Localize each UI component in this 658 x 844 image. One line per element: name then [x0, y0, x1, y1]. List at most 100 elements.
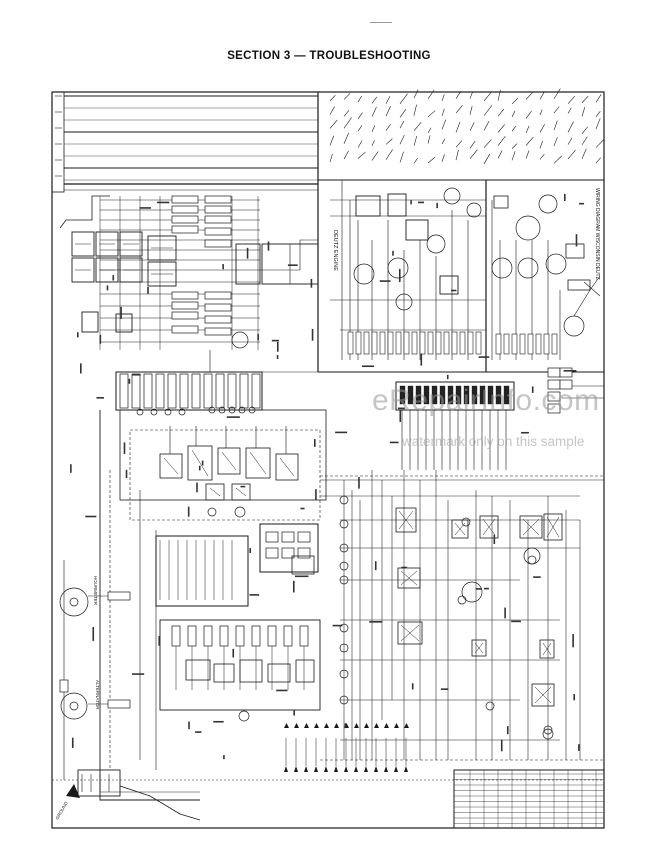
wire-label-mark: [506, 726, 509, 735]
terminal: [136, 408, 144, 416]
relay-block: [395, 507, 417, 533]
wire: [497, 136, 506, 146]
hourmeter-gauge: [59, 587, 89, 617]
wire: [573, 275, 601, 317]
connector-block: [171, 625, 181, 647]
gauge-center: [69, 701, 79, 711]
terminal-strip-pin: [459, 331, 466, 355]
wire-label-mark: [446, 374, 449, 380]
wire-label-mark: [85, 515, 97, 518]
relay-block: [291, 555, 315, 575]
wire-label-mark: [361, 365, 375, 368]
wire-label-mark: [276, 689, 288, 692]
wire-label-mark: [500, 739, 503, 752]
connector-block: [171, 291, 199, 300]
sensor-symbol: [523, 547, 541, 565]
gauge-symbol: [491, 257, 513, 279]
wire-label-mark: [379, 280, 391, 282]
arrow-marker: [394, 766, 398, 772]
relay-block: [397, 567, 421, 589]
relay-block: [119, 231, 143, 257]
wire: [483, 121, 490, 131]
dashed-panel-outline: [129, 429, 321, 521]
wire-label-mark: [232, 648, 235, 658]
wire-label-mark: [344, 723, 347, 729]
arrow-marker: [344, 766, 348, 772]
notes-table: [317, 91, 605, 181]
wire-label-mark: [374, 561, 377, 571]
terminal-strip-pin: [443, 331, 450, 355]
wire: [595, 139, 604, 148]
terminal-strip-pin: [503, 385, 510, 405]
connector-pin: [227, 373, 237, 409]
arrow-marker: [404, 766, 408, 772]
wire: [413, 104, 417, 116]
connector-pin: [167, 373, 177, 409]
switch-block: [239, 659, 263, 683]
relay-block: [397, 621, 423, 645]
wire-label-mark: [440, 688, 449, 690]
connector-block: [204, 315, 232, 324]
terminal: [339, 575, 349, 585]
wire: [343, 117, 352, 129]
wire: [385, 95, 391, 104]
wire: [427, 89, 435, 100]
wire: [385, 105, 391, 117]
wire: [511, 143, 518, 149]
wire-label-mark: [573, 694, 576, 701]
wire: [260, 239, 318, 271]
terminal-strip-pin: [495, 385, 502, 405]
relay-cluster: [259, 523, 319, 573]
terminal-strip-pin: [535, 333, 542, 355]
wire: [553, 155, 562, 164]
wire: [511, 97, 519, 105]
wire-label-mark: [292, 580, 295, 593]
terminal-strip-pin: [495, 333, 502, 355]
wire: [441, 108, 445, 117]
wire-label-mark: [417, 201, 424, 204]
wire-label-mark: [411, 683, 414, 690]
relay-block: [265, 531, 279, 543]
wire-label-mark: [483, 587, 489, 590]
terminal: [339, 543, 349, 553]
terminal: [150, 408, 158, 416]
wire: [553, 88, 561, 99]
terminal-strip-pin: [479, 385, 486, 405]
arrow-marker: [384, 766, 388, 772]
arrow-marker: [384, 723, 389, 728]
connector-block: [171, 311, 199, 320]
connector-block: [219, 625, 229, 647]
wire: [553, 106, 560, 114]
ground-stud: [542, 728, 554, 740]
wire: [427, 110, 436, 118]
wire: [546, 516, 560, 538]
wire: [441, 94, 445, 102]
wire: [539, 140, 543, 149]
wire: [483, 153, 491, 165]
switch-block: [217, 447, 241, 475]
wire-label-mark: [276, 354, 279, 359]
gauge-center: [69, 597, 79, 607]
left-title-strip: [51, 91, 65, 193]
wire-label-mark: [493, 534, 496, 544]
arrow-marker: [354, 723, 359, 728]
wire-label-mark: [332, 624, 343, 627]
relay-block: [265, 547, 279, 559]
terminal-strip-pin: [379, 331, 386, 355]
wire: [99, 410, 200, 801]
wire: [483, 91, 492, 102]
wire-label-mark: [511, 620, 521, 623]
terminal-strip-pin: [387, 331, 394, 355]
wire: [469, 92, 473, 99]
wire: [483, 139, 492, 148]
connector-block: [204, 327, 232, 336]
hourmeter-label: HOURMETER: [93, 576, 98, 606]
control-panel: [119, 409, 327, 501]
terminal-strip-pin: [447, 385, 454, 405]
fuel-solenoid-symbol: [466, 202, 482, 218]
wire: [525, 92, 533, 100]
relay-block: [479, 515, 499, 539]
wire-label-mark: [563, 370, 577, 372]
terminal-strip-pin: [355, 331, 362, 355]
relay-block: [95, 231, 119, 257]
